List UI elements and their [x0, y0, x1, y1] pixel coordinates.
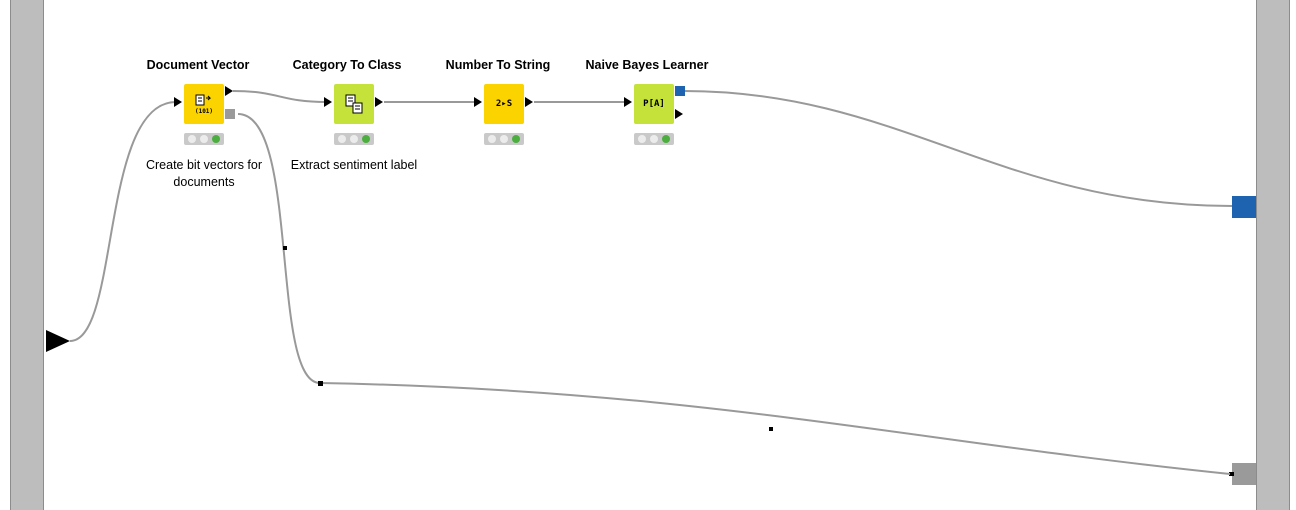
category-to-class-node[interactable]	[334, 84, 374, 124]
category-to-class-input-port[interactable]	[324, 97, 332, 107]
number-to-string-status	[484, 133, 524, 145]
number-to-string-input-port[interactable]	[474, 97, 482, 107]
connection-document-vector-to-table-output	[237, 113, 1231, 475]
category-to-class-icon	[345, 94, 363, 114]
document-vector-output-port-2[interactable]	[225, 109, 235, 119]
status-lamp-red	[638, 135, 646, 143]
status-lamp-red	[188, 135, 196, 143]
naive-bayes-learner-node[interactable]: P[A]	[634, 84, 674, 124]
metanode-input-bar	[10, 0, 44, 510]
status-lamp-yellow	[500, 135, 508, 143]
document-vector-node[interactable]: (101)	[184, 84, 224, 124]
status-lamp-green	[512, 135, 520, 143]
metanode-output-bar	[1256, 0, 1290, 510]
connection-bendpoint[interactable]	[318, 381, 323, 386]
category-to-class-output-port[interactable]	[375, 97, 383, 107]
connection-naive-bayes-to-model-output	[683, 90, 1233, 207]
metanode-model-output-port[interactable]	[1232, 196, 1256, 218]
status-lamp-red	[488, 135, 496, 143]
naive-bayes-status	[634, 133, 674, 145]
node-title-category-to-class[interactable]: Category To Class	[292, 58, 402, 72]
category-to-class-status	[334, 133, 374, 145]
node-label-category-to-class[interactable]: Extract sentiment label	[290, 158, 418, 172]
document-vector-icon-text: (101)	[195, 108, 213, 115]
status-lamp-yellow	[350, 135, 358, 143]
number-to-string-node[interactable]: 2▸S	[484, 84, 524, 124]
status-lamp-green	[362, 135, 370, 143]
number-to-string-icon: 2▸S	[495, 99, 513, 109]
number-to-string-output-port[interactable]	[525, 97, 533, 107]
metanode-input-port[interactable]	[46, 330, 70, 352]
metanode-table-output-port[interactable]	[1232, 463, 1256, 485]
node-title-document-vector[interactable]: Document Vector	[146, 58, 250, 72]
status-lamp-yellow	[200, 135, 208, 143]
document-vector-status	[184, 133, 224, 145]
document-vector-icon: (101)	[195, 94, 213, 115]
status-lamp-yellow	[650, 135, 658, 143]
node-title-naive-bayes-learner[interactable]: Naive Bayes Learner	[585, 58, 709, 72]
node-label-document-vector[interactable]: Create bit vectors for documents	[145, 158, 262, 189]
document-vector-input-port[interactable]	[174, 97, 182, 107]
naive-bayes-icon: P[A]	[643, 99, 665, 109]
connection-bendpoint[interactable]	[769, 427, 773, 431]
connection-document-vector-to-category	[232, 90, 327, 103]
naive-bayes-table-output-port[interactable]	[675, 109, 683, 119]
node-title-number-to-string[interactable]: Number To String	[445, 58, 551, 72]
connection-bendpoint[interactable]	[283, 246, 287, 250]
document-vector-output-port-1[interactable]	[225, 86, 233, 96]
status-lamp-green	[212, 135, 220, 143]
metanode-table-output-port-marker	[1229, 472, 1234, 476]
naive-bayes-input-port[interactable]	[624, 97, 632, 107]
status-lamp-red	[338, 135, 346, 143]
connection-input-to-document-vector	[69, 101, 177, 342]
status-lamp-green	[662, 135, 670, 143]
naive-bayes-model-output-port[interactable]	[675, 86, 685, 96]
